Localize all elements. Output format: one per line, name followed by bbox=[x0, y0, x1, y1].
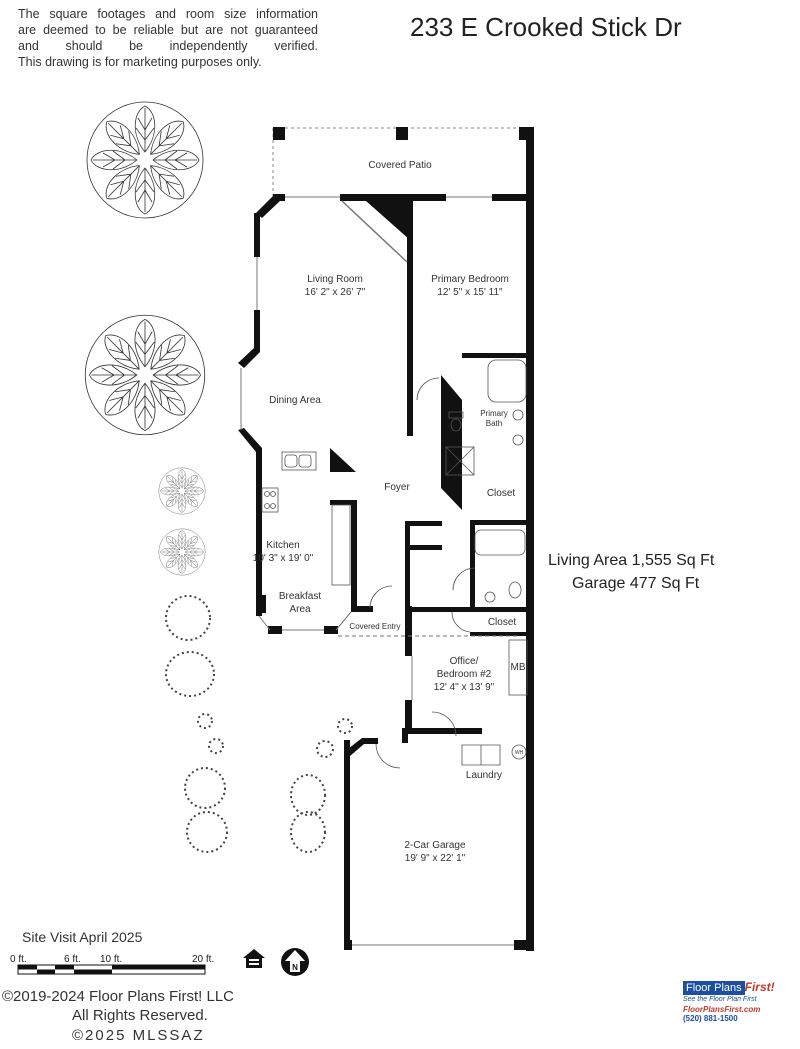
primary-bedroom-dimensions: 12' 5" x 15' 11" bbox=[437, 287, 503, 298]
room-mb: MB bbox=[511, 662, 526, 673]
disclaimer: The square footages and room size inform… bbox=[18, 6, 318, 70]
room-kitchen: Kitchen bbox=[266, 540, 299, 551]
tree-icon bbox=[87, 102, 203, 218]
fixtures bbox=[261, 359, 528, 769]
equal-housing-icon bbox=[243, 949, 265, 968]
site-visit-date: Site Visit April 2025 bbox=[22, 929, 143, 945]
north-label: N bbox=[292, 963, 298, 972]
windows bbox=[240, 196, 520, 946]
room-garage: 2-Car Garage bbox=[404, 840, 466, 851]
garage-dimensions: 19' 9" x 22' 1" bbox=[405, 853, 466, 864]
scale-tick: 6 ft. bbox=[64, 954, 81, 965]
room-breakfast-area-2: Area bbox=[289, 604, 311, 615]
room-primary-bath-2: Bath bbox=[486, 419, 502, 428]
office-dimensions: 12' 4" x 13' 9" bbox=[434, 682, 495, 693]
living-room-dimensions: 16' 2" x 26' 7" bbox=[305, 287, 366, 298]
kitchen-dimensions: 10' 3" x 19' 0" bbox=[253, 553, 314, 564]
disclaimer-line: The square footages and room size inform… bbox=[18, 7, 318, 21]
room-closet: Closet bbox=[487, 488, 516, 499]
logo-url: FloorPlansFirst.com bbox=[683, 1005, 761, 1014]
scale-tick: 20 ft. bbox=[192, 954, 214, 965]
scale-tick: 10 ft. bbox=[100, 954, 122, 965]
disclaimer-line: This drawing is for marketing purposes o… bbox=[18, 55, 262, 69]
room-laundry: Laundry bbox=[466, 770, 502, 781]
shrubs bbox=[165, 595, 353, 853]
copyright: ©2019-2024 Floor Plans First! LLC bbox=[2, 988, 234, 1005]
tree-icon bbox=[159, 529, 205, 575]
room-living-room: Living Room bbox=[307, 274, 363, 285]
room-breakfast-area: Breakfast bbox=[279, 591, 321, 602]
garage-area: Garage 477 Sq Ft bbox=[572, 575, 700, 592]
logo-name: Floor Plans bbox=[683, 981, 745, 995]
copyright-overlay: ©2025 MLSSAZ bbox=[72, 1027, 205, 1044]
scale-bar: 0 ft. 6 ft. 10 ft. 20 ft. bbox=[10, 954, 214, 975]
tree-icon bbox=[85, 315, 204, 434]
north-arrow-icon: N bbox=[281, 948, 309, 976]
walls bbox=[238, 127, 534, 951]
room-covered-entry: Covered Entry bbox=[349, 622, 400, 631]
water-heater-label: WH bbox=[515, 750, 524, 756]
room-office: Office/ bbox=[450, 656, 479, 667]
disclaimer-line: are deemed to be reliable but are not gu… bbox=[18, 23, 318, 37]
disclaimer-line: and should be independently verified. bbox=[18, 39, 318, 53]
room-dining-area: Dining Area bbox=[269, 395, 321, 406]
logo-phone: (520) 881-1500 bbox=[683, 1014, 738, 1023]
room-closet-2: Closet bbox=[488, 617, 517, 628]
tree-icon bbox=[159, 468, 205, 514]
room-primary-bedroom: Primary Bedroom bbox=[431, 274, 509, 285]
room-primary-bath: Primary bbox=[480, 409, 508, 418]
living-area: Living Area 1,555 Sq Ft bbox=[548, 552, 715, 569]
room-covered-patio: Covered Patio bbox=[368, 160, 432, 171]
logo-tagline: See the Floor Plan First bbox=[683, 996, 757, 1003]
property-address: 233 E Crooked Stick Dr bbox=[410, 12, 682, 42]
rights-reserved: All Rights Reserved. bbox=[72, 1007, 208, 1024]
logo-first: First! bbox=[744, 980, 775, 994]
room-foyer: Foyer bbox=[384, 482, 410, 493]
room-office-2: Bedroom #2 bbox=[437, 669, 492, 680]
scale-tick: 0 ft. bbox=[10, 954, 27, 965]
